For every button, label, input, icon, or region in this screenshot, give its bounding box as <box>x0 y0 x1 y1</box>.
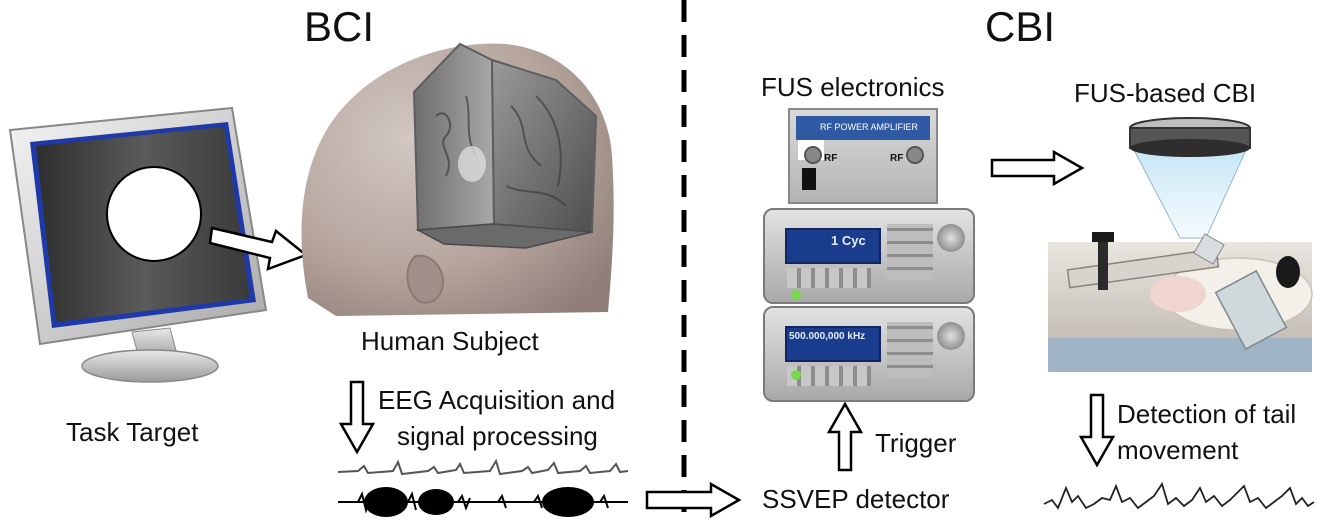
arrow-down-eeg <box>338 380 376 455</box>
fus-electronics-label: FUS electronics <box>761 72 945 102</box>
fus-based-cbi-label: FUS-based CBI <box>1074 78 1257 108</box>
cbi-title: CBI <box>985 3 1056 50</box>
generator-bottom-display: 500.000,000 kHz <box>789 331 866 342</box>
arrow-up-trigger <box>826 401 864 472</box>
rf-power-amplifier: RF POWER AMPLIFIER RF RF <box>788 108 938 204</box>
amplifier-connector-left <box>804 146 822 164</box>
ssvep-detector-label: SSVEP detector <box>762 484 950 514</box>
arrow-down-tail <box>1078 393 1116 468</box>
generator-top-display: 1 Cyc <box>831 233 866 248</box>
fus-transducer <box>1129 117 1251 239</box>
arrow-to-fus-cbi <box>990 149 1085 187</box>
human-subject-label: Human Subject <box>361 326 539 356</box>
tail-label-line2: movement <box>1117 435 1239 465</box>
amplifier-connector-right <box>906 146 924 164</box>
amplifier-panel-text: RF POWER AMPLIFIER <box>820 122 919 132</box>
arrow-monitor-to-head <box>208 226 309 271</box>
amplifier-rf-left: RF <box>824 153 838 164</box>
dashed-divider <box>681 0 687 522</box>
tail-label-line1: Detection of tail <box>1117 399 1297 429</box>
eeg-signal-traces <box>337 458 629 517</box>
amplifier-rf-right: RF <box>890 153 904 164</box>
bci-title: BCI <box>304 3 375 50</box>
rat-stereotax-photo <box>1048 232 1313 372</box>
trigger-label: Trigger <box>875 428 957 458</box>
human-head-mri <box>301 42 614 316</box>
eeg-label-line2: signal processing <box>397 421 598 451</box>
generator-bottom-knob <box>937 322 965 350</box>
function-generator-top: 1 Cyc <box>763 208 975 304</box>
eeg-label-line1: EEG Acquisition and <box>378 385 616 415</box>
arrow-to-ssvep <box>645 481 742 519</box>
tail-movement-trace <box>1043 481 1315 510</box>
function-generator-bottom: 500.000,000 kHz <box>763 306 975 402</box>
task-target-circle <box>106 166 202 262</box>
task-target-label: Task Target <box>66 417 199 447</box>
generator-top-knob <box>937 224 965 252</box>
power-switch <box>802 168 816 190</box>
